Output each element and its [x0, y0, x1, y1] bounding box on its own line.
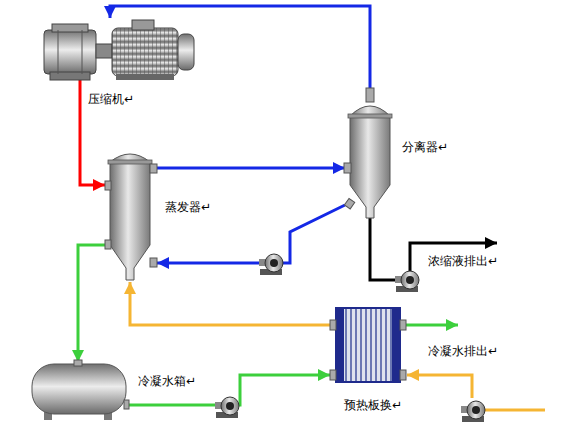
compressor-node: 压缩机↵ — [40, 18, 195, 80]
equipment-label: 压缩机↵ — [88, 92, 134, 106]
pump-symbol — [259, 254, 283, 275]
pipe-connector — [110, 6, 370, 88]
pump-symbol — [395, 271, 419, 292]
pump-symbol — [215, 397, 239, 418]
outlet-pipes — [370, 218, 545, 410]
pipe-connector — [130, 282, 330, 325]
compressor-drawing — [44, 20, 194, 80]
evaporator-node: 蒸发器↵ — [105, 150, 157, 282]
outlet-label: 浓缩液排出↵ — [428, 254, 498, 268]
equipment-label: 蒸发器↵ — [165, 200, 211, 214]
evaporator-drawing — [105, 154, 157, 280]
plate-exchanger-node: 预热板换↵ — [330, 305, 406, 385]
equipment-label: 分离器↵ — [402, 140, 448, 154]
pipe-connector — [157, 167, 345, 170]
separator-drawing — [344, 88, 392, 218]
outlet-label: 冷凝水排出↵ — [428, 344, 498, 358]
pipe-connector — [78, 245, 105, 362]
equipment-label: 冷凝水箱↵ — [138, 374, 196, 388]
separator-node: 分离器↵ — [345, 88, 395, 218]
pump-symbol — [461, 401, 485, 422]
tank-drawing — [32, 360, 129, 420]
equipment-label: 预热板换↵ — [344, 398, 402, 412]
plate-exchanger-drawing — [330, 308, 406, 382]
tank-node: 冷凝水箱↵ — [30, 362, 128, 420]
